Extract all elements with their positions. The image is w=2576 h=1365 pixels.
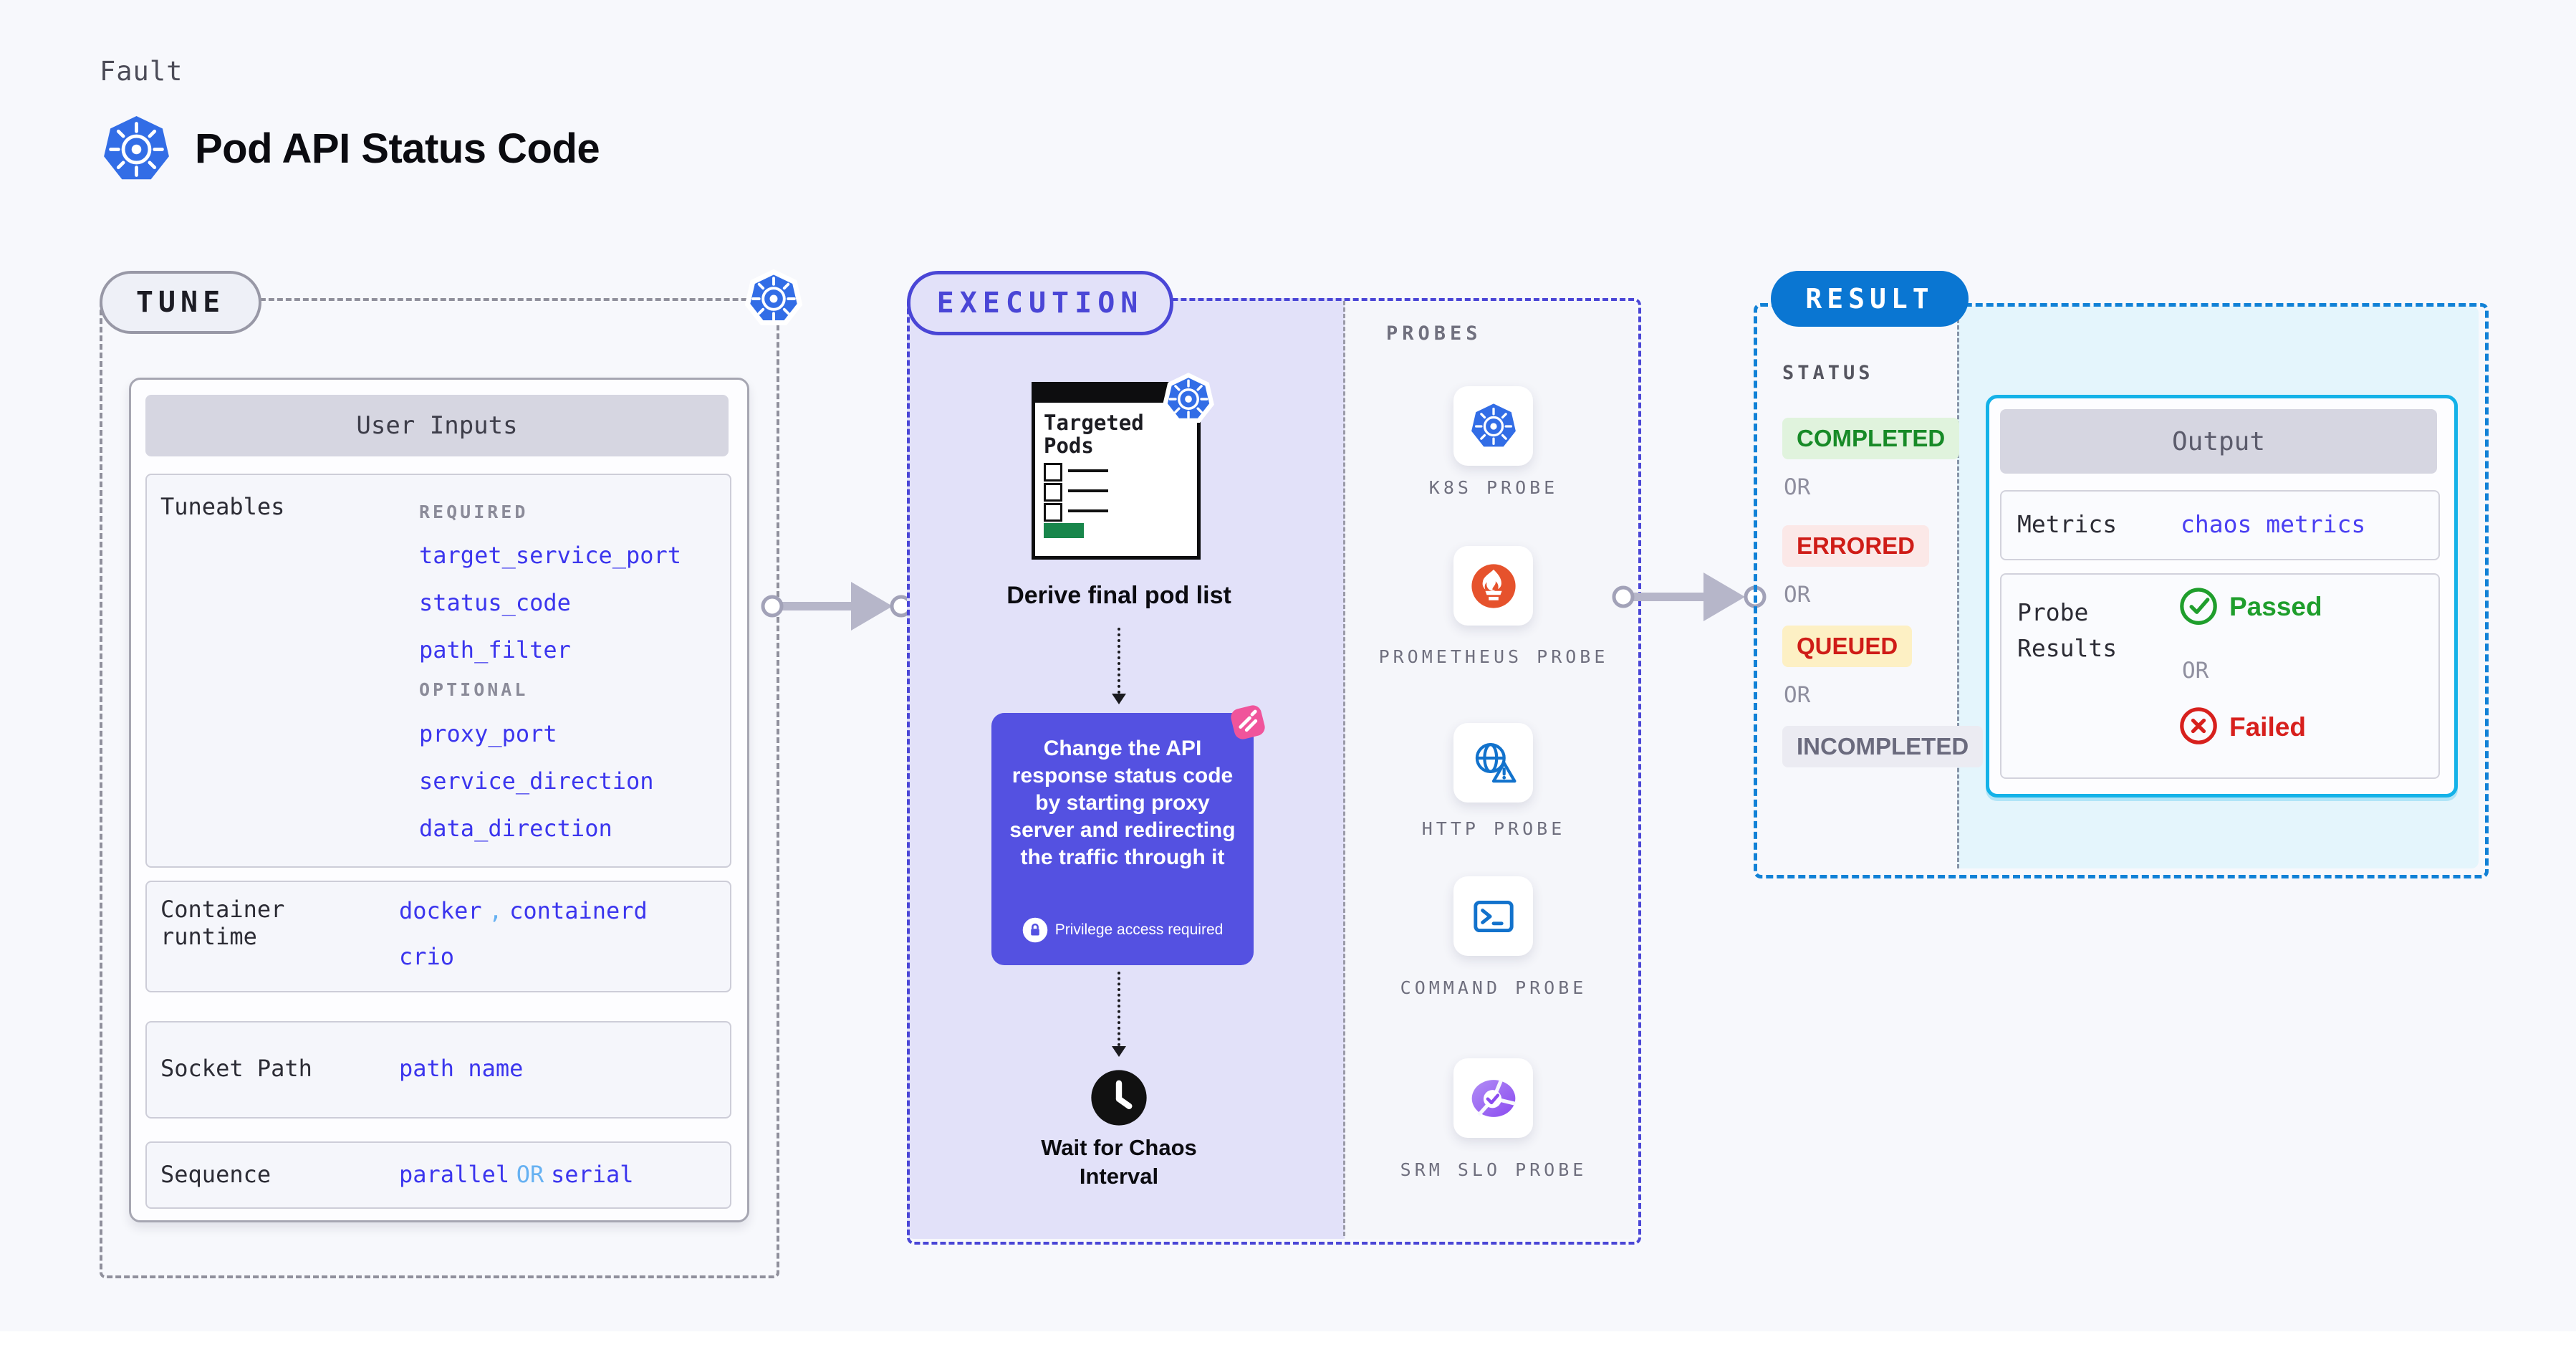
probe-card-prometheus: [1453, 546, 1533, 626]
arrow-down-icon: [1112, 1046, 1126, 1057]
value-separator: ,: [489, 897, 503, 924]
probe-label-k8s: K8S PROBE: [1428, 477, 1559, 498]
value-or: OR: [516, 1161, 544, 1188]
list-line: [1068, 469, 1108, 472]
result-section-badge: RESULT: [1771, 271, 1969, 327]
or-separator: OR: [1784, 682, 1811, 708]
bottom-strip: [0, 1331, 2576, 1365]
targeted-pods-window: Targeted Pods: [1032, 382, 1201, 560]
field-service-direction: service_direction: [419, 767, 654, 795]
flow-connector: [1118, 628, 1120, 694]
field-data-direction: data_direction: [419, 815, 612, 842]
status-badge-incompleted: INCOMPLETED: [1782, 726, 1984, 767]
privilege-row: Privilege access required: [991, 917, 1254, 943]
field-status-code: status_code: [419, 589, 571, 616]
flow-connector: [1118, 972, 1120, 1046]
optional-label: OPTIONAL: [419, 679, 529, 700]
output-header: Output: [2000, 409, 2437, 474]
failed-label: Failed: [2229, 712, 2306, 742]
lock-icon: [1022, 917, 1048, 943]
kubernetes-icon: [741, 266, 807, 332]
execution-section-frame: [907, 298, 1641, 1245]
or-separator: OR: [1784, 474, 1811, 500]
page-title: Pod API Status Code: [195, 125, 600, 172]
status-badge-completed: COMPLETED: [1782, 418, 1960, 459]
arrow-execution-to-result: [1612, 573, 1767, 621]
user-inputs-header: User Inputs: [145, 395, 729, 456]
field-proxy-port: proxy_port: [419, 720, 557, 747]
tuneables-label: Tuneables: [160, 493, 285, 520]
tuneables-row: [145, 474, 731, 868]
kubernetes-icon: [102, 115, 171, 184]
kubernetes-icon: [1159, 370, 1218, 428]
terminal-icon: [1469, 891, 1519, 942]
probe-card-command: [1453, 876, 1533, 956]
socket-path-row: [145, 1021, 731, 1119]
arrow-down-icon: [1112, 694, 1126, 704]
tune-section-frame: [100, 298, 779, 1278]
metrics-value: chaos metrics: [2181, 510, 2366, 538]
http-globe-warning-icon: [1469, 738, 1519, 788]
container-runtime-label: Container runtime: [160, 896, 285, 950]
field-path-filter: path_filter: [419, 636, 571, 664]
or-separator: OR: [1784, 582, 1811, 608]
socket-path-value: path name: [399, 1055, 524, 1082]
container-runtime-row: [145, 881, 731, 992]
socket-path-label: Socket Path: [160, 1055, 312, 1082]
result-divider: [1957, 306, 1959, 868]
probe-label-command: COMMAND PROBE: [1400, 977, 1587, 998]
checkbox-icon: [1044, 483, 1062, 502]
probe-card-srm-slo: [1453, 1058, 1533, 1138]
sequence-label: Sequence: [160, 1161, 271, 1188]
execution-section-badge: EXECUTION: [907, 271, 1173, 335]
value-containerd: containerd: [509, 897, 648, 924]
value-docker: docker: [399, 897, 482, 924]
prometheus-icon: [1471, 563, 1516, 608]
result-section-frame: [1754, 303, 2489, 878]
green-button: [1044, 523, 1084, 538]
chaos-action-text: Change the API response status code by s…: [1009, 737, 1236, 869]
list-line: [1068, 509, 1108, 512]
probe-card-k8s: [1453, 386, 1533, 466]
sequence-values: parallel OR serial: [399, 1161, 634, 1188]
field-target-service-port: target_service_port: [419, 542, 682, 569]
metrics-label: Metrics: [2017, 510, 2118, 538]
check-circle-icon: [2178, 585, 2219, 626]
kubernetes-icon: [1469, 402, 1517, 448]
probes-title: PROBES: [1386, 322, 1482, 345]
probe-results-label: Probe Results: [2017, 598, 2118, 662]
status-badge-errored: ERRORED: [1782, 525, 1930, 567]
required-label: REQUIRED: [419, 502, 529, 522]
sequence-row: [145, 1141, 731, 1209]
wait-chaos-interval-label: Wait for Chaos Interval: [1041, 1135, 1197, 1189]
probe-results-row: [2000, 573, 2440, 779]
value-parallel: parallel: [399, 1161, 510, 1188]
container-runtime-values: docker , containerd: [399, 897, 648, 924]
probe-label-srm-slo: SRM SLO PROBE: [1400, 1159, 1587, 1180]
slo-pie-check-icon: [1467, 1072, 1520, 1125]
clock-icon: [1089, 1068, 1149, 1128]
list-line: [1068, 489, 1108, 492]
probe-label-http: HTTP PROBE: [1421, 818, 1566, 839]
value-serial: serial: [550, 1161, 634, 1188]
checkbox-icon: [1044, 463, 1062, 482]
status-badge-queued: QUEUED: [1782, 626, 1913, 667]
probes-divider: [1343, 301, 1345, 1236]
tune-section-badge: TUNE: [100, 271, 261, 334]
arrow-tune-to-execution: [761, 582, 913, 631]
derive-pod-list-label: Derive final pod list: [1006, 582, 1231, 609]
probe-label-prometheus: PROMETHEUS PROBE: [1378, 646, 1609, 667]
passed-label: Passed: [2229, 592, 2322, 621]
privilege-label: Privilege access required: [1054, 921, 1224, 938]
fault-kicker: Fault: [100, 56, 183, 87]
status-title: STATUS: [1782, 362, 1874, 384]
or-separator: OR: [2182, 658, 2209, 684]
probe-card-http: [1453, 723, 1533, 803]
x-circle-icon: [2178, 705, 2219, 747]
metrics-row: [2000, 490, 2440, 560]
value-crio: crio: [399, 943, 455, 970]
targeted-pods-title: Targeted Pods: [1044, 411, 1144, 458]
checkbox-icon: [1044, 503, 1062, 522]
